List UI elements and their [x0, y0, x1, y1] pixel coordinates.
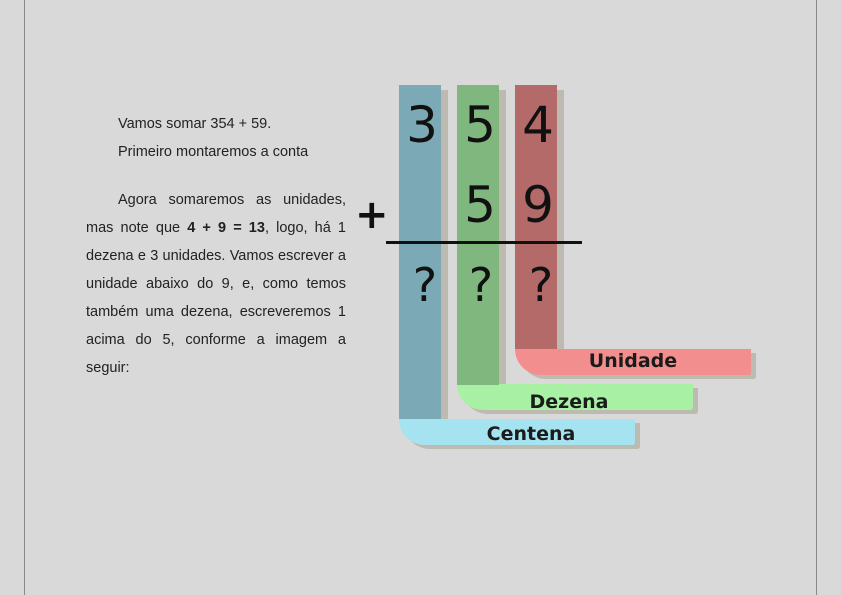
- row2-tens-digit: 5: [464, 176, 496, 234]
- hundreds-column: [399, 85, 441, 419]
- intro-line-2: Primeiro montaremos a conta: [118, 144, 309, 160]
- explanation-paragraph: Agora somaremos as unidades, mas note qu…: [86, 186, 346, 382]
- page-border-left: [24, 0, 25, 595]
- units-column: [515, 85, 557, 349]
- row1-units-digit: 4: [522, 96, 554, 154]
- paragraph-gap: [86, 166, 346, 186]
- result-tens-placeholder: ?: [468, 258, 494, 312]
- result-hundreds-placeholder: ?: [412, 258, 438, 312]
- row1-tens-digit: 5: [464, 96, 496, 154]
- tens-label: Dezena: [529, 391, 609, 413]
- explanation-highlight: 4 + 9 = 13: [187, 220, 265, 236]
- units-label: Unidade: [588, 350, 678, 372]
- hundreds-band: [399, 419, 635, 445]
- hundreds-label: Centena: [486, 423, 576, 445]
- tens-column: [457, 85, 499, 385]
- result-units-placeholder: ?: [528, 258, 554, 312]
- tens-band: [457, 384, 693, 410]
- plus-sign: +: [355, 192, 389, 238]
- text-block: Vamos somar 354 + 59. Primeiro montaremo…: [86, 110, 346, 382]
- page-border-right: [816, 0, 817, 595]
- explanation-before: Agora somaremos as unidades, mas note qu…: [86, 192, 346, 236]
- intro-line-1: Vamos somar 354 + 59.: [118, 116, 272, 132]
- explanation-after: , logo, há 1 dezena e 3 unidades. Vamos …: [86, 220, 346, 376]
- row1-hundreds-digit: 3: [406, 96, 438, 154]
- sum-line: [386, 241, 582, 244]
- row2-units-digit: 9: [522, 176, 554, 234]
- units-band: [515, 349, 751, 375]
